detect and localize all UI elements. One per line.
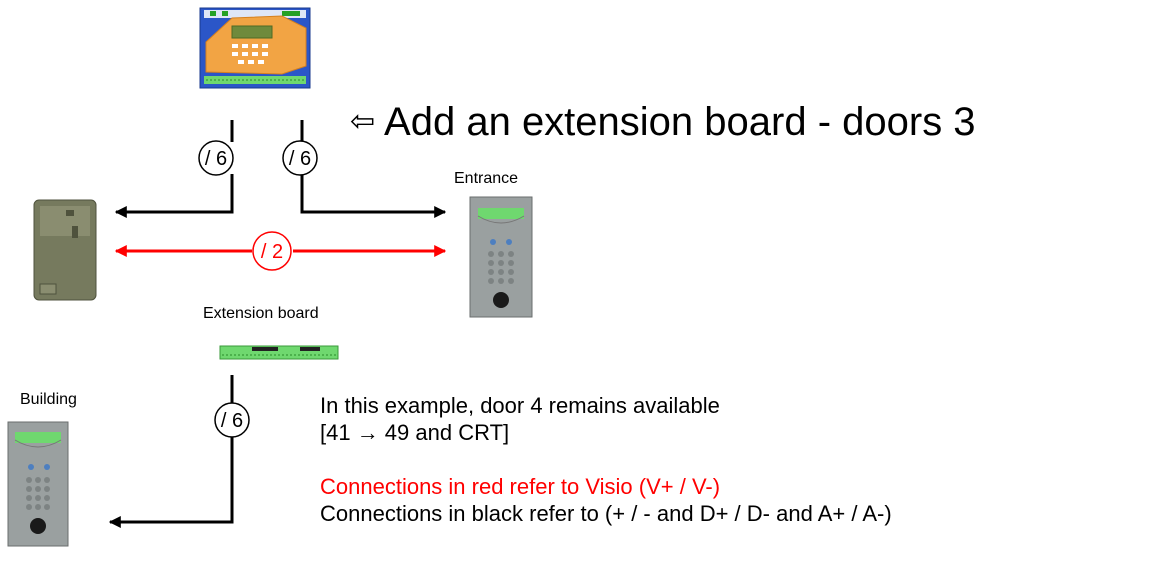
central-unit-board: [199, 7, 311, 89]
visio-power-unit: [33, 199, 97, 301]
entrance-label: Entrance: [454, 170, 519, 187]
extension-board-label: Extension board: [203, 305, 319, 322]
bus-count-main-left: / 6: [205, 148, 227, 170]
visio-count-circle: [252, 231, 292, 271]
bus-count-extension: / 6: [221, 410, 243, 432]
note-terminal-range: [41 → 49 and CRT]: [320, 420, 510, 445]
entrance-door-panel: [469, 196, 533, 318]
note-black-connections: Connections in black refer to (+ / - and…: [320, 501, 892, 526]
bus-count-visio: / 2: [261, 241, 283, 263]
note-red-connections: Connections in red refer to Visio (V+ / …: [320, 474, 721, 499]
bus-count-main-right: / 6: [289, 148, 311, 170]
left-arrow-icon: ⇦: [350, 105, 376, 138]
title-text: Add an extension board - doors 3: [384, 100, 976, 144]
bus-count-circle-right: [282, 140, 318, 176]
building-label: Building: [20, 391, 77, 408]
notes-block: In this example, door 4 remains availabl…: [320, 392, 892, 527]
bus-count-circle-left: [198, 140, 234, 176]
note-door-availability: In this example, door 4 remains availabl…: [320, 393, 720, 418]
building-door-panel: [7, 421, 69, 547]
extension-board: [219, 345, 339, 360]
slide-title: ⇦ Add an extension board - doors 3: [350, 100, 976, 145]
extension-count-circle: [214, 402, 250, 438]
bus-wire-to-visio-unit: [114, 120, 234, 218]
bus-wire-to-building: [108, 375, 234, 528]
bus-wire-to-entrance: [300, 120, 447, 218]
